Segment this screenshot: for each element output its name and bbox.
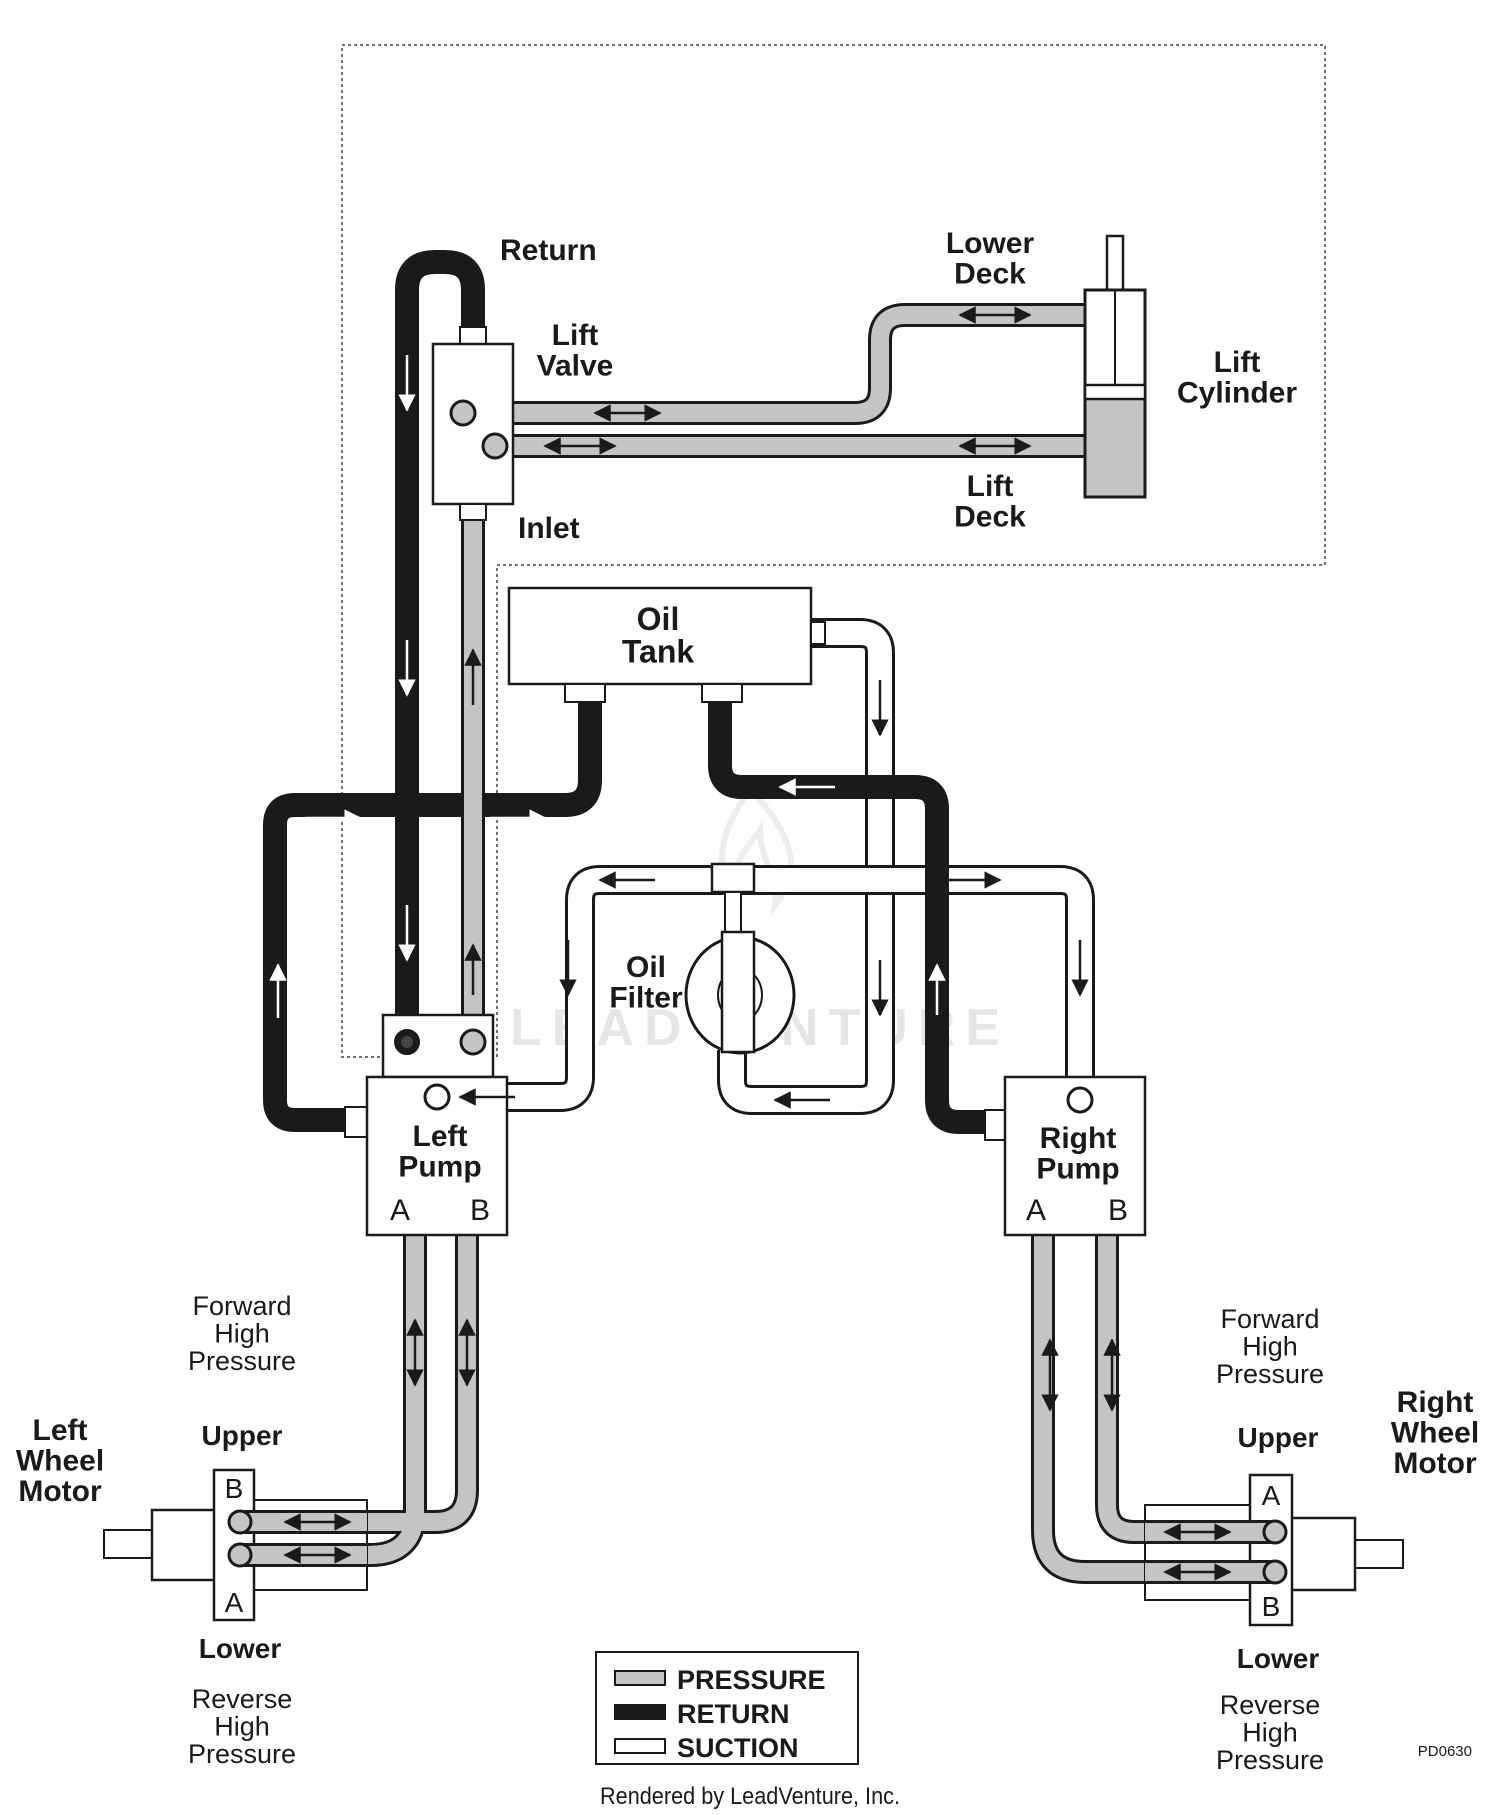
legend-swatch-suction xyxy=(614,1738,666,1754)
pressure-lines-left-motor xyxy=(240,1235,479,1567)
pump-charge-block xyxy=(381,1013,495,1079)
oil-filter xyxy=(684,862,796,1055)
lift-valve xyxy=(431,326,515,521)
right-pump-port-a: A xyxy=(1026,1194,1046,1227)
right-motor-port-a: A xyxy=(1262,1480,1281,1511)
right-lower-label: Lower xyxy=(1237,1643,1320,1674)
legend: PRESSURE RETURN SUCTION xyxy=(595,1651,859,1765)
return-line-tank-to-left-pump xyxy=(263,702,602,1132)
legend-label-return: RETURN xyxy=(677,1699,790,1729)
pipes xyxy=(240,250,1275,1584)
legend-label-pressure: PRESSURE xyxy=(677,1665,826,1695)
right-upper-label: Upper xyxy=(1238,1422,1319,1453)
lift-system-boundary xyxy=(341,44,1326,1058)
lift-cylinder xyxy=(1083,234,1147,499)
right-pump xyxy=(984,1075,1147,1237)
suction-line-filter-to-pumps xyxy=(437,865,1095,1112)
legend-swatch-pressure xyxy=(614,1670,666,1686)
pressure-lines-right-motor xyxy=(1031,1235,1275,1584)
pressure-line-lower-deck xyxy=(463,303,1090,425)
right-pump-port-b: B xyxy=(1108,1194,1128,1227)
suction-line-tank-to-filter xyxy=(717,618,895,1115)
left-pump xyxy=(344,1075,509,1237)
right-motor-port-b: B xyxy=(1262,1591,1281,1622)
left-upper-label: Upper xyxy=(202,1420,283,1451)
flow-arrows xyxy=(269,306,1232,1581)
credit-text: Rendered by LeadVenture, Inc. xyxy=(600,1783,900,1810)
left-pump-port-b: B xyxy=(470,1194,490,1227)
return-line-tank-to-right-pump xyxy=(708,702,985,1134)
return-line-lift-valve xyxy=(395,250,485,1042)
legend-label-suction: SUCTION xyxy=(677,1733,799,1763)
left-lower-label: Lower xyxy=(199,1633,282,1664)
left-pump-port-a: A xyxy=(390,1194,410,1227)
return-port-label: Return xyxy=(500,234,597,267)
left-motor-port-a: A xyxy=(225,1587,244,1618)
left-motor-port-b: B xyxy=(225,1473,244,1504)
oil-tank xyxy=(507,586,826,703)
legend-swatch-return xyxy=(614,1704,666,1720)
part-code: PD0630 xyxy=(1418,1743,1472,1760)
inlet-port-label: Inlet xyxy=(518,512,580,545)
